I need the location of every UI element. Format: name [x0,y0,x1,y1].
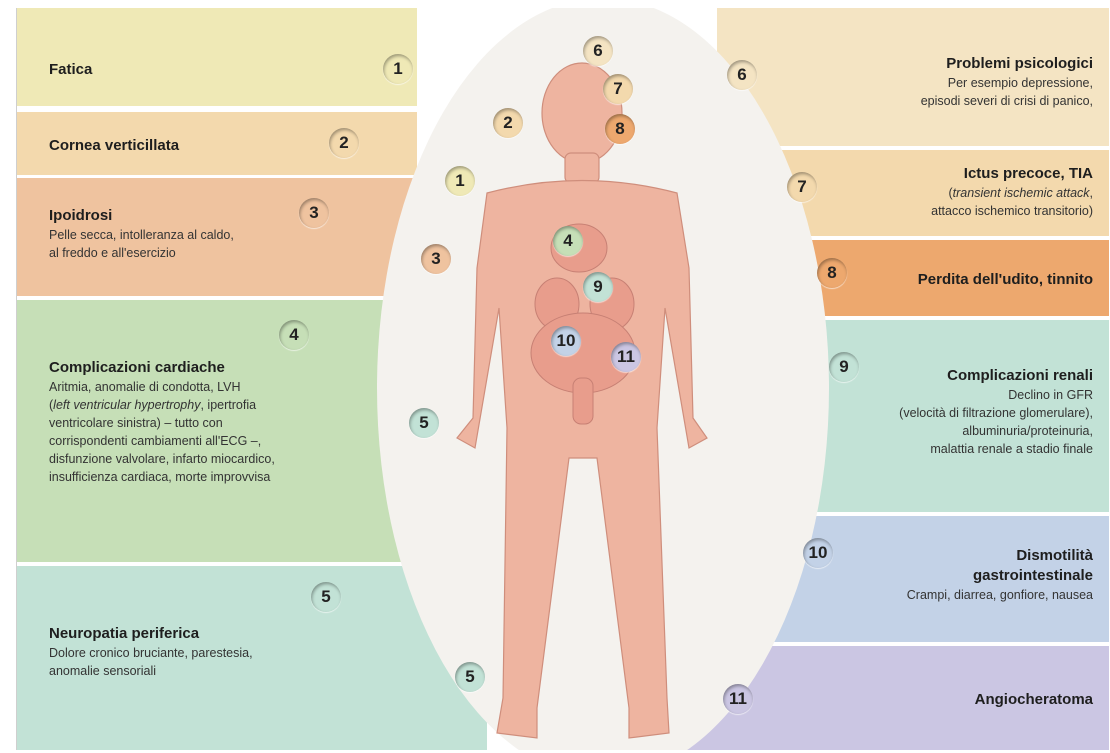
badge-10-right: 10 [803,538,833,568]
badge-6-right: 6 [727,60,757,90]
renali-line1: Declino in GFR [899,386,1093,404]
badge-4-body: 4 [553,226,583,256]
neuropatia-title: Neuropatia periferica [49,624,253,644]
badge-5-hand: 5 [409,408,439,438]
angio-title: Angiocheratoma [975,690,1093,710]
cardiache-line5: disfunzione valvolare, infarto miocardic… [49,450,275,468]
label-udito: Perdita dell'udito, tinnito [918,270,1093,290]
ipoidrosi-line2: al freddo e all'esercizio [49,244,234,262]
label-ictus: Ictus precoce, TIA (transient ischemic a… [931,164,1093,220]
label-neuropatia: Neuropatia periferica Dolore cronico bru… [49,624,253,680]
badge-11-right: 11 [723,684,753,714]
label-renali: Complicazioni renali Declino in GFR (vel… [899,366,1093,458]
badge-7-head: 7 [603,74,633,104]
label-angio: Angiocheratoma [975,690,1093,710]
cardiache-line1: Aritmia, anomalie di condotta, LVH [49,378,275,396]
badge-3-body: 3 [421,244,451,274]
ictus-title: Ictus precoce, TIA [931,164,1093,184]
cardiache-title: Complicazioni cardiache [49,358,275,378]
fatica-title: Fatica [49,60,92,80]
psicologici-line1: Per esempio depressione, [921,74,1093,92]
label-dismotilita: Dismotilità gastrointestinale Crampi, di… [907,546,1093,604]
udito-title: Perdita dell'udito, tinnito [918,270,1093,290]
label-cardiache: Complicazioni cardiache Aritmia, anomali… [49,358,275,486]
badge-1-left: 1 [383,54,413,84]
diagram-frame: Fatica Cornea verticillata Ipoidrosi Pel… [16,8,1109,750]
badge-2-body: 2 [493,108,523,138]
badge-8-head: 8 [605,114,635,144]
badge-11-body: 11 [611,342,641,372]
neuropatia-line1: Dolore cronico bruciante, parestesia, [49,644,253,662]
label-cornea: Cornea verticillata [49,136,179,156]
badge-7-right: 7 [787,172,817,202]
ictus-line1: (transient ischemic attack, [931,184,1093,202]
badge-9-body: 9 [583,272,613,302]
cardiache-line4: corrispondenti cambiamenti all'ECG –, [49,432,275,450]
label-ipoidrosi: Ipoidrosi Pelle secca, intolleranza al c… [49,206,234,262]
badge-5-left: 5 [311,582,341,612]
ipoidrosi-line1: Pelle secca, intolleranza al caldo, [49,226,234,244]
dismotilita-title2: gastrointestinale [907,566,1093,586]
psicologici-title: Problemi psicologici [921,54,1093,74]
badge-8-right: 8 [817,258,847,288]
cardiache-line2: (left ventricular hypertrophy, ipertrofi… [49,396,275,414]
badge-5-foot: 5 [455,662,485,692]
badge-9-right: 9 [829,352,859,382]
renali-line2: (velocità di filtrazione glomerulare), [899,404,1093,422]
badge-2-left: 2 [329,128,359,158]
cornea-title: Cornea verticillata [49,136,179,156]
badge-6-head: 6 [583,36,613,66]
badge-1-body: 1 [445,166,475,196]
cardiache-line6: insufficienza cardiaca, morte improvvisa [49,468,275,486]
label-fatica: Fatica [49,60,92,80]
ipoidrosi-title: Ipoidrosi [49,206,234,226]
ictus-line2: attacco ischemico transitorio) [931,202,1093,220]
dismotilita-title1: Dismotilità [907,546,1093,566]
badge-10-body: 10 [551,326,581,356]
badge-3-left: 3 [299,198,329,228]
renali-line3: albuminuria/proteinuria, [899,422,1093,440]
badge-4-left: 4 [279,320,309,350]
psicologici-line2: episodi severi di crisi di panico, [921,92,1093,110]
renali-line4: malattia renale a stadio finale [899,440,1093,458]
label-psicologici: Problemi psicologici Per esempio depress… [921,54,1093,110]
dismotilita-line1: Crampi, diarrea, gonfiore, nausea [907,586,1093,604]
cardiache-line3: ventricolare sinistra) – tutto con [49,414,275,432]
band-fatica [17,8,417,106]
renali-title: Complicazioni renali [899,366,1093,386]
neuropatia-line2: anomalie sensoriali [49,662,253,680]
